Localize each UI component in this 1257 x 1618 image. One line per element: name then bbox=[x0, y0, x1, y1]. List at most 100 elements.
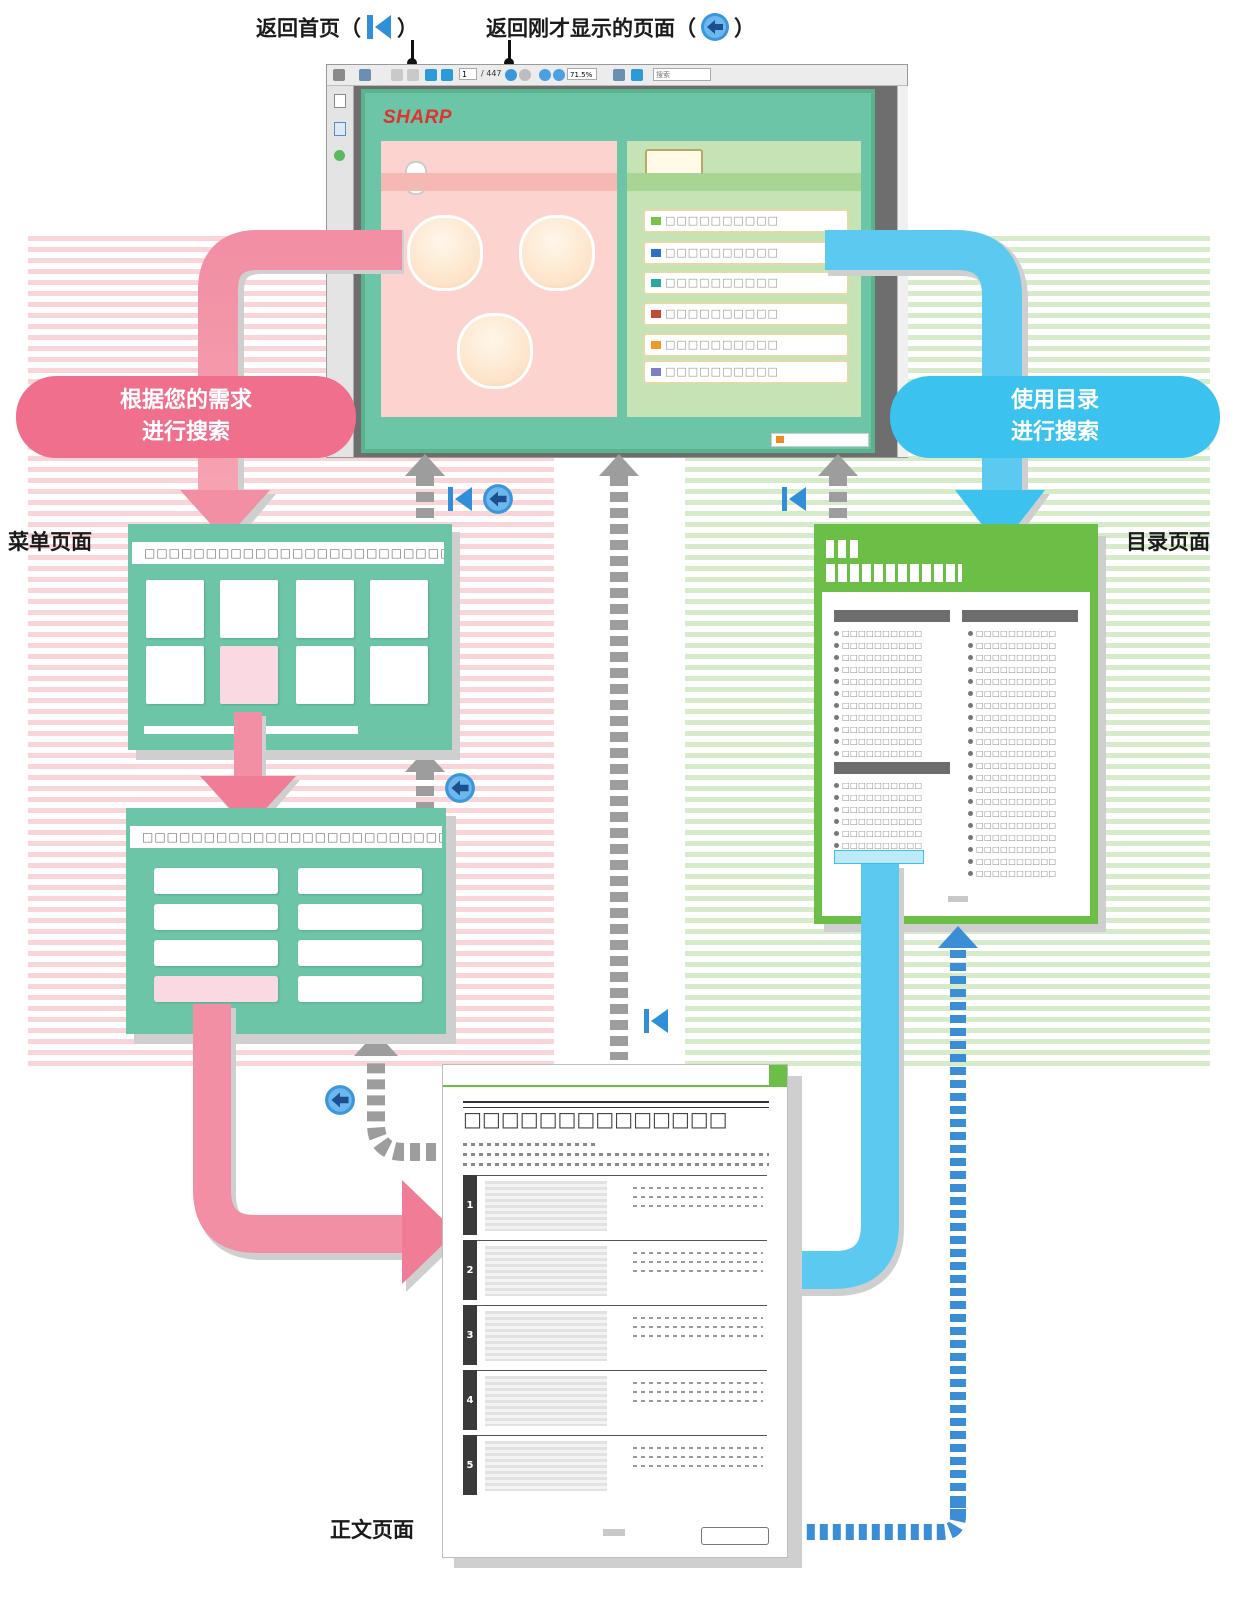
category-circle[interactable] bbox=[407, 215, 483, 291]
menu-tile-selected[interactable] bbox=[220, 646, 278, 704]
return-arrow-head bbox=[818, 454, 858, 476]
body-footer-button[interactable] bbox=[701, 1527, 769, 1545]
result-button[interactable] bbox=[298, 940, 422, 966]
pdf-viewer-window: / 447 71.5% SHARP bbox=[326, 64, 908, 458]
menu-tile[interactable] bbox=[146, 580, 204, 638]
search-field[interactable] bbox=[653, 68, 711, 81]
toc-item[interactable]: □□□□□□□□□□ bbox=[834, 640, 923, 651]
zoom-select[interactable]: 71.5% bbox=[567, 68, 597, 80]
toc-item[interactable]: □□□□□□□□□□ bbox=[968, 844, 1057, 855]
page-number-field[interactable] bbox=[459, 68, 477, 80]
toc-item[interactable]: □□□□□□□□□□ bbox=[968, 700, 1057, 711]
search-by-need-panel[interactable] bbox=[381, 141, 617, 417]
toc-item[interactable]: □□□□□□□□□□ bbox=[968, 676, 1057, 687]
toc-item[interactable]: □□□□□□□□□□ bbox=[968, 760, 1057, 771]
toc-item[interactable]: □□□□□□□□□□ bbox=[968, 868, 1057, 879]
toc-item[interactable]: □□□□□□□□□□ bbox=[834, 840, 923, 851]
result-button-selected[interactable] bbox=[154, 976, 278, 1002]
menu-tile[interactable] bbox=[220, 580, 278, 638]
toc-item[interactable]: □□□□□□□□□□ bbox=[968, 628, 1057, 639]
toc-item[interactable]: □□□□□□□□□□ bbox=[834, 664, 923, 675]
toc-item[interactable]: □□□□□□□□□□ bbox=[834, 724, 923, 735]
toc-item[interactable]: □□□□□□□□□□ bbox=[834, 804, 923, 815]
toc-item[interactable]: □□□□□□□□□□ bbox=[834, 700, 923, 711]
toc-item[interactable]: □□□□□□□□□□ bbox=[834, 652, 923, 663]
toc-link[interactable]: □□□□□□□□□□ bbox=[643, 302, 849, 326]
toc-item[interactable]: □□□□□□□□□□ bbox=[834, 676, 923, 687]
toc-item-selected[interactable] bbox=[834, 850, 924, 864]
toc-item[interactable]: □□□□□□□□□□ bbox=[834, 816, 923, 827]
blue-flow-arrow-top bbox=[825, 230, 1050, 556]
toc-item[interactable]: □□□□□□□□□□ bbox=[968, 748, 1057, 759]
zoom-in-button[interactable] bbox=[553, 69, 565, 81]
result-button[interactable] bbox=[298, 904, 422, 930]
panel-header-bar bbox=[627, 173, 861, 191]
menu-tile[interactable] bbox=[296, 580, 354, 638]
menu-tile[interactable] bbox=[296, 646, 354, 704]
toc-item[interactable]: □□□□□□□□□□ bbox=[968, 652, 1057, 663]
result-button[interactable] bbox=[154, 904, 278, 930]
last-page-button[interactable] bbox=[441, 69, 453, 81]
bookmarks-panel-icon[interactable] bbox=[334, 122, 346, 136]
toc-link[interactable]: □□□□□□□□□□ bbox=[643, 333, 849, 357]
menu-tile[interactable] bbox=[370, 646, 428, 704]
bullet-icon bbox=[834, 818, 839, 824]
page-total: / 447 bbox=[481, 69, 502, 78]
result-button[interactable] bbox=[298, 868, 422, 894]
menu-page: □□□□□□□□□□□□□□□□□□□□□□□□□□ bbox=[128, 524, 452, 750]
toc-item[interactable]: □□□□□□□□□□ bbox=[968, 712, 1057, 723]
toc-item[interactable]: □□□□□□□□□□ bbox=[968, 724, 1057, 735]
toc-item[interactable]: □□□□□□□□□□ bbox=[968, 736, 1057, 747]
viewer-footer-button[interactable] bbox=[771, 433, 869, 447]
result-button[interactable] bbox=[154, 940, 278, 966]
menu-tile[interactable] bbox=[370, 580, 428, 638]
next-view-button[interactable] bbox=[519, 69, 531, 81]
toc-item[interactable]: □□□□□□□□□□ bbox=[834, 712, 923, 723]
toc-item[interactable]: □□□□□□□□□□ bbox=[968, 664, 1057, 675]
toc-link[interactable]: □□□□□□□□□□ bbox=[643, 209, 849, 233]
toc-item[interactable]: □□□□□□□□□□ bbox=[834, 792, 923, 803]
toc-item[interactable]: □□□□□□□□□□ bbox=[968, 688, 1057, 699]
search-by-toc-panel[interactable]: □□□□□□□□□□ □□□□□□□□□□ □□□□□□□□□□ □□□□□□□… bbox=[627, 141, 861, 417]
bullet-icon bbox=[968, 834, 973, 840]
toc-link[interactable]: □□□□□□□□□□ bbox=[643, 360, 849, 384]
first-page-button[interactable] bbox=[391, 69, 403, 81]
toc-item[interactable]: □□□□□□□□□□ bbox=[834, 628, 923, 639]
zoom-out-button[interactable] bbox=[539, 69, 551, 81]
back-icon bbox=[700, 12, 730, 47]
toc-item[interactable]: □□□□□□□□□□ bbox=[834, 828, 923, 839]
toc-link[interactable]: □□□□□□□□□□ bbox=[643, 271, 849, 295]
result-button[interactable] bbox=[298, 976, 422, 1002]
result-button[interactable] bbox=[154, 868, 278, 894]
save-icon[interactable] bbox=[613, 69, 625, 81]
toc-item[interactable]: □□□□□□□□□□ bbox=[968, 832, 1057, 843]
toc-item[interactable]: □□□□□□□□□□ bbox=[968, 820, 1057, 831]
toc-item[interactable]: □□□□□□□□□□ bbox=[968, 784, 1057, 795]
toc-item[interactable]: □□□□□□□□□□ bbox=[834, 688, 923, 699]
previous-page-button[interactable] bbox=[407, 69, 419, 81]
toc-item[interactable]: □□□□□□□□□□ bbox=[968, 856, 1057, 867]
section-rule bbox=[477, 1240, 767, 1241]
category-circle[interactable] bbox=[457, 313, 533, 389]
pages-panel-icon[interactable] bbox=[334, 94, 346, 108]
home-icon bbox=[644, 1009, 668, 1033]
next-page-button[interactable] bbox=[425, 69, 437, 81]
toc-link[interactable]: □□□□□□□□□□ bbox=[643, 241, 849, 265]
toc-item[interactable]: □□□□□□□□□□ bbox=[968, 796, 1057, 807]
menu-tile[interactable] bbox=[146, 646, 204, 704]
toc-item[interactable]: □□□□□□□□□□ bbox=[968, 640, 1057, 651]
bullet-icon bbox=[968, 762, 973, 768]
previous-view-button[interactable] bbox=[505, 69, 517, 81]
zoom-tool-icon[interactable] bbox=[359, 69, 371, 81]
fullscreen-icon[interactable] bbox=[631, 69, 643, 81]
toc-page-label: 目录页面 bbox=[1126, 530, 1210, 554]
toc-item[interactable]: □□□□□□□□□□ bbox=[968, 772, 1057, 783]
toc-item[interactable]: □□□□□□□□□□ bbox=[968, 808, 1057, 819]
category-circle[interactable] bbox=[519, 215, 595, 291]
toc-item[interactable]: □□□□□□□□□□ bbox=[834, 736, 923, 747]
toc-return-arrow-curve bbox=[774, 1500, 966, 1540]
print-icon[interactable] bbox=[333, 69, 345, 81]
toc-item[interactable]: □□□□□□□□□□ bbox=[834, 748, 923, 759]
toc-item[interactable]: □□□□□□□□□□ bbox=[834, 780, 923, 791]
help-icon[interactable] bbox=[334, 150, 345, 161]
